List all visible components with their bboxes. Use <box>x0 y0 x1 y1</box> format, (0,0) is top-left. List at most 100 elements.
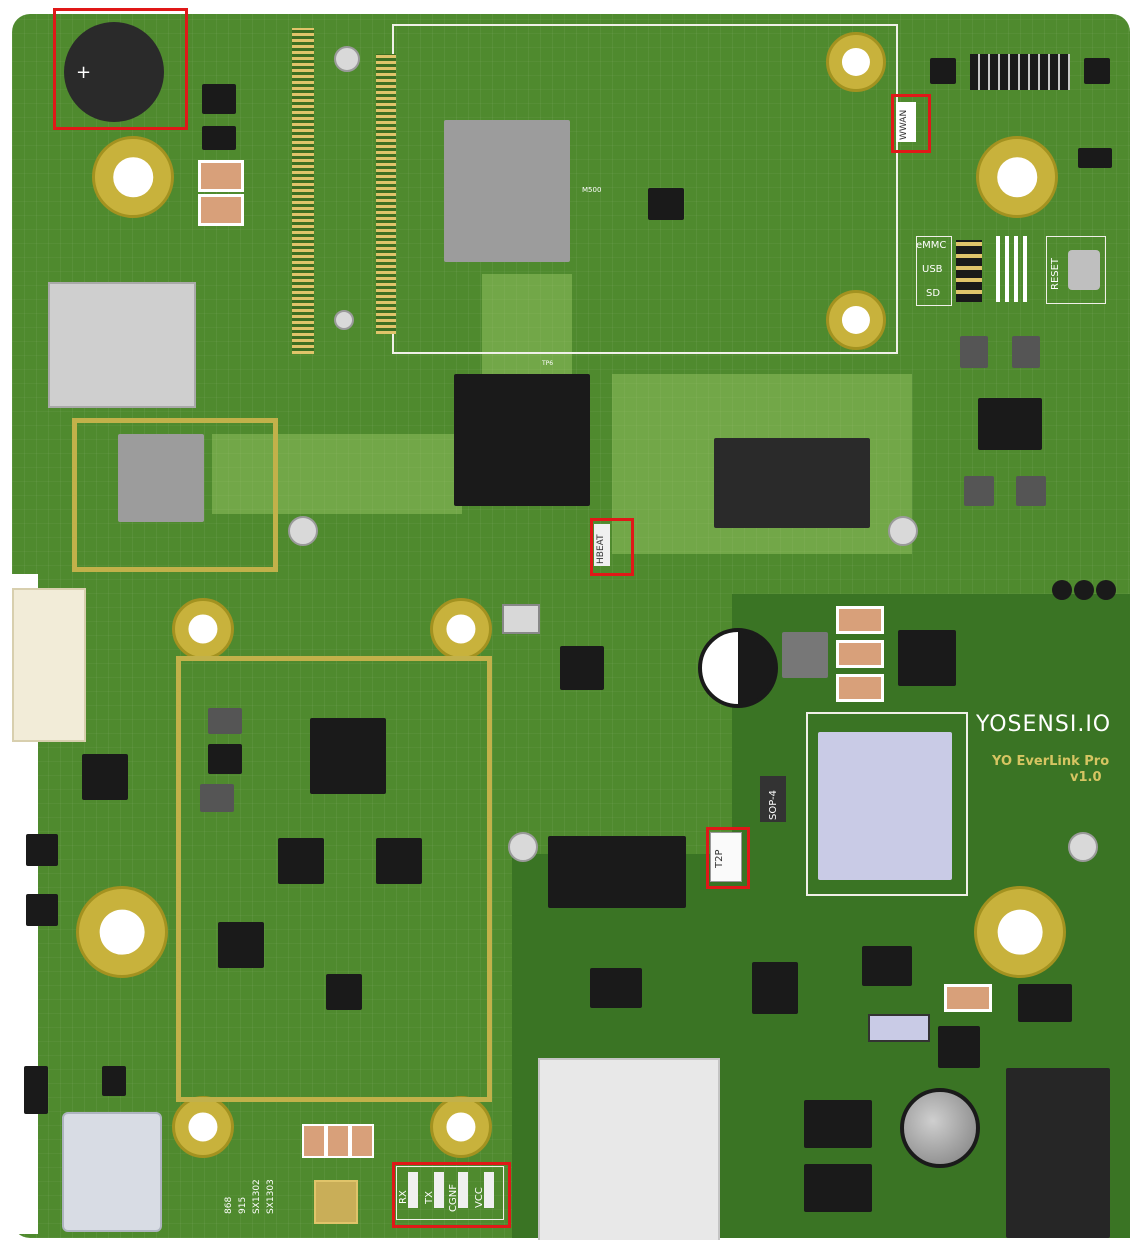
boot-table <box>916 236 952 306</box>
freq-868-label: 868 <box>224 1196 234 1214</box>
module-chip <box>444 120 570 262</box>
ic <box>964 476 994 506</box>
ic <box>102 1066 126 1096</box>
ic <box>1078 148 1112 168</box>
ic <box>26 894 58 926</box>
ic <box>978 398 1042 450</box>
ic <box>1012 336 1040 368</box>
mounting-hole <box>976 136 1058 218</box>
module-chip <box>118 434 204 522</box>
sx1302-label: SX1302 <box>252 1179 262 1214</box>
led <box>1052 580 1072 600</box>
electrolytic-capacitor <box>900 1088 980 1168</box>
led <box>1096 580 1116 600</box>
ic <box>752 962 798 1014</box>
reset-outline <box>1046 236 1106 304</box>
resistor <box>836 606 884 634</box>
ic <box>202 84 236 114</box>
mounting-hole <box>172 1096 234 1158</box>
tp-label: TP6 <box>542 360 554 367</box>
ic <box>898 630 956 686</box>
small-hole <box>288 516 318 546</box>
mounting-hole <box>76 886 168 978</box>
ic <box>208 744 242 774</box>
optocoupler <box>760 776 786 822</box>
ic <box>590 968 642 1008</box>
hbeat-led <box>594 524 610 566</box>
uart-pad <box>484 1172 494 1208</box>
trace-bundle <box>482 274 572 374</box>
pcb-board: + M500 WWAN <box>12 8 1130 1240</box>
brand-logo: YOSENSI.IO <box>976 712 1112 737</box>
battery-plus-label: + <box>76 62 92 83</box>
antenna-connector[interactable] <box>314 1180 358 1224</box>
ic <box>208 708 242 734</box>
highlight-hbeat <box>590 518 634 576</box>
ic <box>930 58 956 84</box>
ic <box>862 946 912 986</box>
usb-c-port[interactable] <box>62 1112 162 1232</box>
mounting-hole <box>974 886 1066 978</box>
ic <box>960 336 988 368</box>
main-soc <box>454 374 590 506</box>
reset-button[interactable] <box>1068 250 1100 290</box>
product-name: YO EverLink Pro <box>992 754 1110 769</box>
uart-header-outline <box>396 1166 504 1220</box>
rj45-ethernet-port[interactable] <box>538 1058 720 1240</box>
transformer <box>804 1100 872 1148</box>
inductor <box>350 1124 374 1158</box>
inductor <box>302 1124 326 1158</box>
electrolytic-capacitor <box>698 628 778 708</box>
inductor <box>326 1124 350 1158</box>
mounting-hole <box>172 598 234 660</box>
highlight-battery <box>53 8 188 130</box>
m500-label: M500 <box>582 186 602 194</box>
dc-power-jack[interactable] <box>1006 1068 1110 1238</box>
ic <box>648 188 684 220</box>
ic <box>938 1026 980 1068</box>
ic <box>1018 984 1072 1022</box>
mounting-hole <box>430 1096 492 1158</box>
boot-emmc-label: eMMC <box>916 240 947 251</box>
uart-pad <box>408 1172 418 1208</box>
ic <box>202 126 236 150</box>
ic <box>26 834 58 866</box>
inductor <box>198 194 244 226</box>
t2p-component <box>710 832 742 882</box>
small-hole <box>888 516 918 546</box>
sx1303-label: SX1303 <box>266 1179 276 1214</box>
coin-cell-battery <box>64 22 164 122</box>
lora-shield-frame <box>176 656 492 1102</box>
power-module-outline <box>806 712 968 896</box>
small-hole <box>334 46 360 72</box>
ic <box>82 754 128 800</box>
resistor <box>944 984 992 1012</box>
product-version: v1.0 <box>1070 770 1102 785</box>
uart-pad <box>434 1172 444 1208</box>
resistor <box>836 640 884 668</box>
mounting-hole <box>826 32 886 92</box>
small-hole <box>334 310 354 330</box>
wwan-led <box>896 102 916 142</box>
inductor <box>782 632 828 678</box>
boot-usb-label: USB <box>922 264 943 275</box>
led <box>1074 580 1094 600</box>
sop4-label: SOP-4 <box>768 790 779 820</box>
ic <box>1016 476 1046 506</box>
transformer <box>804 1164 872 1212</box>
ram-chip <box>714 438 870 528</box>
mounting-hole <box>430 598 492 660</box>
boot-jumper[interactable] <box>956 240 982 302</box>
boot-pads <box>996 236 1032 302</box>
m2-connector-left <box>292 28 314 354</box>
side-connector[interactable] <box>12 588 86 742</box>
shield-frame <box>72 418 278 572</box>
trace-bundle <box>212 434 462 514</box>
pin-header <box>970 54 1070 90</box>
freq-915-label: 915 <box>238 1196 248 1214</box>
sd-card-slot[interactable] <box>48 282 196 408</box>
ic <box>24 1066 48 1114</box>
diode <box>868 1014 930 1042</box>
m2-connector-right <box>376 54 396 334</box>
